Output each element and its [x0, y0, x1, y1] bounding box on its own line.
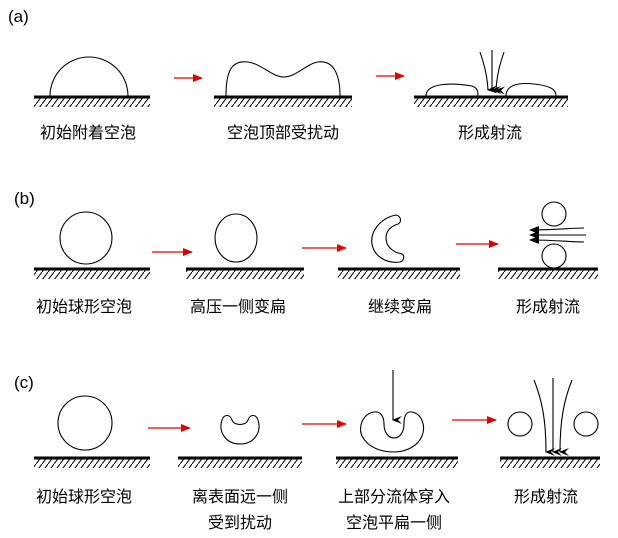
ground-hatching [34, 459, 150, 468]
stage-a2 [214, 61, 352, 107]
row-label: (a) [8, 7, 29, 26]
stage-c2 [178, 414, 302, 468]
penetrated-bubble [359, 411, 425, 453]
stage-caption: 受到扰动 [208, 513, 272, 532]
spherical-bubble [59, 211, 113, 265]
stage-caption: 形成射流 [458, 123, 522, 142]
row-a: (a) 初始附着空泡 空泡顶部受扰动 形成射流 [8, 7, 568, 142]
stage-b4 [498, 201, 598, 279]
row-b: (b) [14, 189, 598, 316]
ground-hatching [34, 270, 150, 279]
stage-caption: 初始球形空泡 [36, 297, 132, 316]
row-label: (c) [14, 373, 34, 392]
ground-hatching [178, 459, 302, 468]
ground-hatching [214, 98, 352, 107]
flattening-bubble [214, 213, 258, 263]
stage-b1 [34, 211, 150, 279]
bubble-remnant-right [505, 82, 557, 97]
bubble-remnant-right [573, 411, 599, 437]
stage-caption: 形成射流 [514, 487, 578, 506]
crescent-bubble [371, 214, 405, 263]
stage-c3 [336, 370, 458, 468]
stage-c1 [34, 395, 150, 468]
row-label: (b) [14, 189, 35, 208]
stage-caption: 初始附着空泡 [40, 123, 136, 142]
stage-c4 [500, 378, 600, 468]
attached-bubble [49, 56, 129, 97]
dented-bubble [220, 414, 260, 445]
stage-caption: 空泡平扁一侧 [346, 513, 442, 532]
stage-caption: 继续变扁 [368, 297, 432, 316]
split-bubble-bottom [541, 243, 567, 269]
jet-arrow [533, 379, 556, 456]
jet-arrow [529, 236, 585, 245]
row-c: (c) [14, 370, 600, 532]
bubble-remnant-left [507, 411, 533, 437]
ground-hatching [34, 98, 150, 107]
stage-caption: 初始球形空泡 [36, 487, 132, 506]
stage-b3 [338, 214, 460, 279]
bubble-remnant-left [425, 83, 479, 97]
ground-hatching [338, 270, 460, 279]
stage-caption: 形成射流 [516, 297, 580, 316]
split-bubble-top [541, 201, 567, 227]
ground-hatching [498, 270, 598, 279]
disturbed-bubble [225, 61, 341, 97]
ground-hatching [336, 459, 458, 468]
ground-hatching [500, 459, 600, 468]
ground-hatching [186, 270, 304, 279]
spherical-bubble [57, 395, 113, 451]
stage-caption: 空泡顶部受扰动 [227, 123, 339, 142]
jet-arrow [529, 225, 585, 234]
jet-arrow [495, 51, 506, 95]
stage-caption: 上部分流体穿入 [338, 487, 450, 506]
stage-b2 [186, 213, 304, 279]
jet-arrow [559, 379, 573, 457]
stage-a1 [34, 56, 150, 107]
stage-caption: 高压一侧变扁 [190, 297, 286, 316]
stage-caption: 离表面远一侧 [192, 487, 288, 506]
jet-arrow [479, 51, 498, 94]
stage-a3 [414, 50, 568, 107]
ground-hatching [414, 98, 568, 107]
